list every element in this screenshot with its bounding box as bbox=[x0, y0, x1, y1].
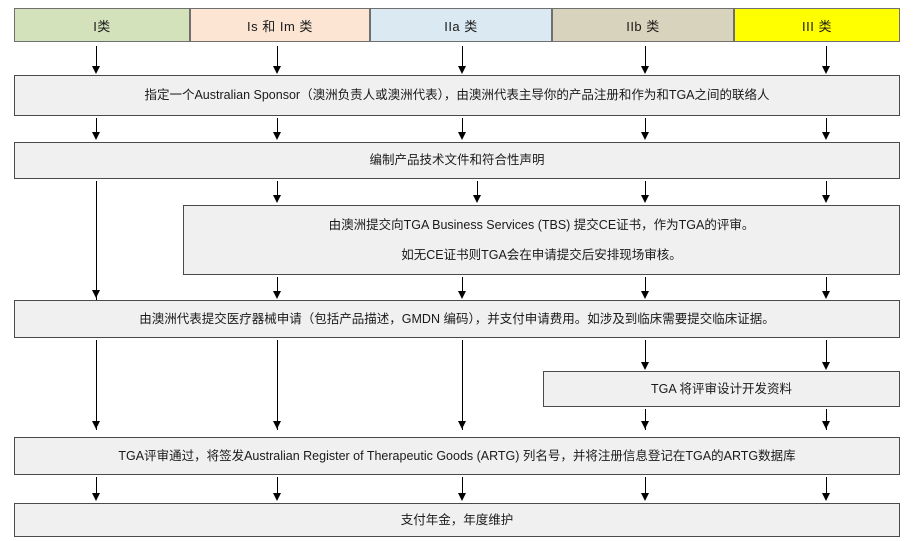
connector-line bbox=[826, 181, 827, 197]
connector-arrowhead bbox=[821, 362, 830, 370]
connector-arrowhead bbox=[640, 362, 649, 370]
step-box-design-review: TGA 将评审设计开发资料 bbox=[543, 371, 900, 407]
connector-arrowhead bbox=[821, 132, 830, 140]
connector-line bbox=[645, 340, 646, 364]
connector-arrowhead bbox=[272, 291, 281, 299]
category-box-class-1: I类 bbox=[14, 8, 190, 42]
connector-line bbox=[826, 118, 827, 134]
connector-line bbox=[462, 277, 463, 293]
connector-arrowhead bbox=[640, 421, 649, 429]
connector-line bbox=[826, 46, 827, 68]
category-box-class-2b: IIb 类 bbox=[552, 8, 734, 42]
connector-bypass-line-class-is-im bbox=[277, 340, 278, 430]
step-text: 编制产品技术文件和符合性声明 bbox=[369, 153, 545, 168]
step-text: 由澳洲代表提交医疗器械申请（包括产品描述，GMDN 编码），并支付申请费用。如涉… bbox=[139, 311, 775, 326]
category-box-class-3: III 类 bbox=[734, 8, 900, 42]
connector-line bbox=[826, 409, 827, 430]
connector-arrowhead bbox=[457, 132, 466, 140]
category-label: Is 和 Im 类 bbox=[247, 18, 313, 34]
connector-arrowhead bbox=[272, 493, 281, 501]
connector-arrowhead bbox=[91, 421, 100, 429]
connector-line bbox=[645, 477, 646, 495]
step-text: 如无CE证书则TGA会在申请提交后安排现场审核。 bbox=[401, 247, 682, 262]
connector-line bbox=[277, 477, 278, 495]
connector-arrowhead bbox=[821, 421, 830, 429]
connector-line bbox=[826, 340, 827, 364]
connector-arrowhead bbox=[91, 132, 100, 140]
connector-arrowhead bbox=[640, 291, 649, 299]
connector-line bbox=[96, 118, 97, 134]
step-text: 由澳洲提交向TGA Business Services (TBS) 提交CE证书… bbox=[328, 217, 755, 232]
category-label: IIb 类 bbox=[626, 18, 660, 34]
connector-arrowhead bbox=[91, 493, 100, 501]
connector-line bbox=[645, 181, 646, 197]
category-box-class-is-im: Is 和 Im 类 bbox=[190, 8, 370, 42]
connector-arrowhead bbox=[821, 66, 830, 74]
connector-arrowhead bbox=[640, 195, 649, 203]
connector-line bbox=[645, 277, 646, 293]
connector-arrowhead bbox=[640, 493, 649, 501]
connector-arrowhead bbox=[272, 66, 281, 74]
connector-line bbox=[477, 181, 478, 197]
connector-line bbox=[645, 409, 646, 430]
connector-arrowhead bbox=[472, 195, 481, 203]
connector-line bbox=[826, 277, 827, 293]
connector-arrowhead bbox=[91, 290, 100, 298]
connector-bypass-line-class-1 bbox=[96, 181, 97, 300]
connector-line bbox=[645, 46, 646, 68]
connector-line bbox=[462, 118, 463, 134]
category-label: I类 bbox=[93, 18, 111, 34]
connector-arrowhead bbox=[821, 195, 830, 203]
step-text: TGA 将评审设计开发资料 bbox=[651, 381, 792, 396]
step-box-technical-file: 编制产品技术文件和符合性声明 bbox=[14, 142, 900, 179]
connector-arrowhead bbox=[821, 493, 830, 501]
connector-line bbox=[277, 118, 278, 134]
connector-line bbox=[462, 46, 463, 68]
step-box-annual-fee: 支付年金，年度维护 bbox=[14, 503, 900, 537]
category-label: IIa 类 bbox=[444, 18, 478, 34]
connector-line bbox=[277, 277, 278, 293]
category-label: III 类 bbox=[802, 18, 832, 34]
connector-line bbox=[462, 477, 463, 495]
connector-line bbox=[96, 46, 97, 68]
connector-arrowhead bbox=[821, 291, 830, 299]
category-box-class-2a: IIa 类 bbox=[370, 8, 552, 42]
connector-arrowhead bbox=[457, 493, 466, 501]
connector-line bbox=[826, 477, 827, 495]
connector-arrowhead bbox=[91, 66, 100, 74]
connector-line bbox=[277, 181, 278, 197]
connector-arrowhead bbox=[640, 132, 649, 140]
connector-bypass-line-class-1 bbox=[96, 340, 97, 430]
connector-bypass-line-class-2a bbox=[462, 340, 463, 430]
step-box-sponsor: 指定一个Australian Sponsor（澳洲负责人或澳洲代表），由澳洲代表… bbox=[14, 75, 900, 116]
step-text: TGA评审通过，将签发Australian Register of Therap… bbox=[118, 448, 796, 463]
connector-arrowhead bbox=[272, 195, 281, 203]
connector-arrowhead bbox=[272, 132, 281, 140]
connector-arrowhead bbox=[457, 421, 466, 429]
step-text: 支付年金，年度维护 bbox=[400, 512, 514, 527]
step-box-tbs-ce-certificate: 由澳洲提交向TGA Business Services (TBS) 提交CE证书… bbox=[183, 205, 900, 275]
connector-arrowhead bbox=[272, 421, 281, 429]
connector-line bbox=[277, 46, 278, 68]
connector-arrowhead bbox=[640, 66, 649, 74]
step-text: 指定一个Australian Sponsor（澳洲负责人或澳洲代表），由澳洲代表… bbox=[144, 88, 770, 103]
step-box-artg-listing: TGA评审通过，将签发Australian Register of Therap… bbox=[14, 437, 900, 475]
connector-line bbox=[645, 118, 646, 134]
step-box-device-application: 由澳洲代表提交医疗器械申请（包括产品描述，GMDN 编码），并支付申请费用。如涉… bbox=[14, 300, 900, 338]
connector-arrowhead bbox=[457, 66, 466, 74]
connector-arrowhead bbox=[457, 291, 466, 299]
connector-line bbox=[96, 477, 97, 495]
